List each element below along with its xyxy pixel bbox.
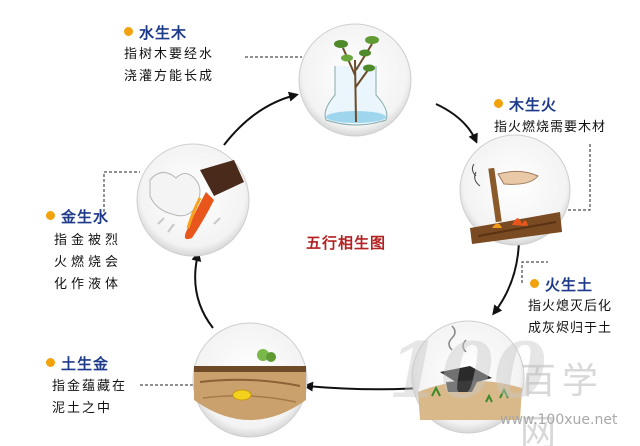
node-metal-water <box>136 143 250 257</box>
node-fire-earth <box>411 320 525 434</box>
bullet-dot <box>530 279 539 288</box>
node-water-wood <box>298 23 412 137</box>
node-earth-metal <box>192 322 308 438</box>
node-title-water-wood: 水生木 <box>124 22 187 43</box>
arrow-wood-to-fire <box>435 103 478 144</box>
watermark-logo: 100 <box>388 326 547 415</box>
center-title: 五行相生图 <box>306 234 387 252</box>
leader-lines <box>103 56 591 386</box>
desc-line: 泥土之中 <box>52 401 113 416</box>
node-desc-water-wood: 指树木要经水 浇灌方能长成 <box>124 44 214 88</box>
leader-fire-earth <box>521 261 548 283</box>
desc-line: 指金蕴藏在 <box>52 379 128 394</box>
desc-line: 指金被烈 <box>54 233 123 248</box>
bullet-dot <box>46 211 55 220</box>
bullet-dot <box>124 27 133 36</box>
node-desc-metal-water: 指金被烈 火燃烧会 化作液体 <box>54 230 122 296</box>
bullet-dot <box>494 99 503 108</box>
desc-line: 化作液体 <box>54 277 123 292</box>
watermark-text: 百学网 <box>520 361 605 446</box>
arrow-metal-to-water <box>191 251 214 329</box>
desc-line: 浇灌方能长成 <box>124 69 215 84</box>
leader-wood-fire <box>548 144 591 211</box>
desc-line: 指火熄灭后化 <box>528 299 613 314</box>
node-desc-fire-earth: 指火熄灭后化 成灰烬归于土 <box>528 296 612 340</box>
node-title-fire-earth: 火生土 <box>530 274 593 295</box>
node-title-metal-water: 金生水 <box>46 206 109 227</box>
node-desc-earth-metal: 指金蕴藏在 泥土之中 <box>52 376 127 420</box>
arrow-water-to-wood <box>223 91 299 146</box>
node-desc-wood-fire: 指火燃烧需要木材 <box>494 117 606 139</box>
arrow-fire-to-earth <box>492 239 520 316</box>
desc-line: 指树木要经水 <box>124 47 215 62</box>
desc-line: 指火燃烧需要木材 <box>494 120 607 135</box>
watermark-url: www.100xue.net <box>500 412 618 428</box>
node-title-wood-fire: 木生火 <box>494 94 557 115</box>
node-wood-fire <box>459 134 571 246</box>
desc-line: 火燃烧会 <box>54 255 123 270</box>
node-title-earth-metal: 土生金 <box>46 353 109 374</box>
bullet-dot <box>46 358 55 367</box>
leader-metal-water <box>103 171 140 212</box>
desc-line: 成灰烬归于土 <box>528 321 613 336</box>
